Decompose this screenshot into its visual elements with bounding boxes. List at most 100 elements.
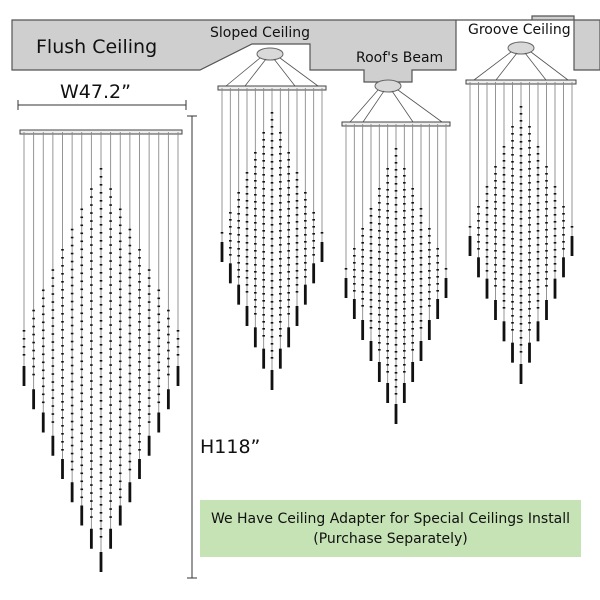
crystal-bead [138,281,141,283]
crystal-bead [262,321,265,323]
crystal-bead [378,237,381,239]
crystal-bead [536,265,540,267]
crystal-bead [502,286,506,288]
crystal-bead [80,488,84,491]
crystal-bead [519,239,523,241]
crystal-bead [61,273,64,275]
crystal-bead [138,353,141,355]
crystal-bead [128,236,132,239]
crystal-bead [394,330,398,332]
crystal-bead [287,180,290,182]
crystal-bead [477,248,480,250]
crystal-bead [528,315,531,317]
crystal-bead [118,272,122,275]
suspension-cable [397,89,443,123]
crystal-bead [519,113,523,115]
crystal-bead [51,317,55,319]
crystal-bead [511,147,514,149]
crystal-bead [90,340,93,342]
crystal-bead [80,248,84,251]
crystal-bead [536,188,540,190]
crystal-bead [519,281,523,283]
crystal-bead [254,180,257,182]
crystal-bead [304,227,307,229]
crystal-bead [403,329,406,331]
crystal-bead [147,389,151,391]
crystal-bead [118,424,122,427]
crystal-bead [109,260,112,262]
crystal-bead [502,153,506,155]
crystal-bead [270,210,274,212]
crystal-bead [287,257,290,259]
crystal-bead [279,202,282,204]
crystal-bead [80,472,84,475]
crystal-bead [295,270,299,272]
crystal-bead [147,333,151,335]
crystal-bead [378,244,381,246]
crystal-bead [118,400,122,403]
crystal-bead [61,377,64,379]
crystal-bead [553,256,557,258]
crystal-bead [545,243,548,245]
tube-light [109,528,113,549]
crystal-bead [411,349,414,351]
crystal-bead [519,295,523,297]
crystal-bead [279,181,282,183]
tube-light [128,482,132,503]
crystal-bead [80,416,84,419]
crystal-bead [109,372,112,374]
crystal-bead [545,264,548,266]
crystal-bead [403,231,406,233]
crystal-bead [262,293,265,295]
crystal-bead [254,306,257,308]
crystal-bead [270,259,274,261]
tube-light [377,362,381,382]
crystal-bead [270,238,274,240]
crystal-bead [528,252,531,254]
crystal-bead [394,309,398,311]
crystal-bead [245,270,249,272]
crystal-bead [403,224,406,226]
crystal-bead [41,337,45,340]
suspension-cable [524,52,547,81]
crystal-bead [378,335,381,337]
crystal-bead [262,265,265,267]
crystal-bead [502,251,506,253]
crystal-bead [494,166,497,168]
crystal-bead [279,314,282,316]
crystal-bead [378,293,381,295]
crystal-bead [80,464,84,467]
crystal-bead [70,236,74,239]
tube-light [361,320,365,340]
flush-ceiling-label: Flush Ceiling [36,36,157,58]
crystal-bead [279,153,282,155]
crystal-bead [51,381,55,383]
crystal-bead [118,368,122,371]
crystal-bead [157,401,161,404]
crystal-bead [553,186,557,188]
crystal-bead [287,215,290,217]
crystal-bead [403,168,406,170]
crystal-bead [428,228,431,230]
crystal-bead [553,193,557,195]
crystal-bead [519,253,523,255]
crystal-bead [361,298,364,300]
crystal-bead [128,372,132,375]
crystal-bead [511,224,514,226]
crystal-bead [167,309,170,312]
crystal-bead [237,199,240,201]
crystal-bead [394,260,398,262]
crystal-bead [304,269,307,271]
crystal-bead [545,201,548,203]
crystal-bead [270,315,274,317]
crystal-bead [118,208,122,211]
crystal-bead [545,187,548,189]
crystal-bead [254,299,257,301]
crystal-bead [262,328,265,330]
crystal-bead [51,301,55,303]
crystal-bead [90,196,93,198]
crystal-bead [394,267,398,269]
crystal-bead [502,174,506,176]
crystal-bead [312,254,315,256]
crystal-bead [295,284,299,286]
